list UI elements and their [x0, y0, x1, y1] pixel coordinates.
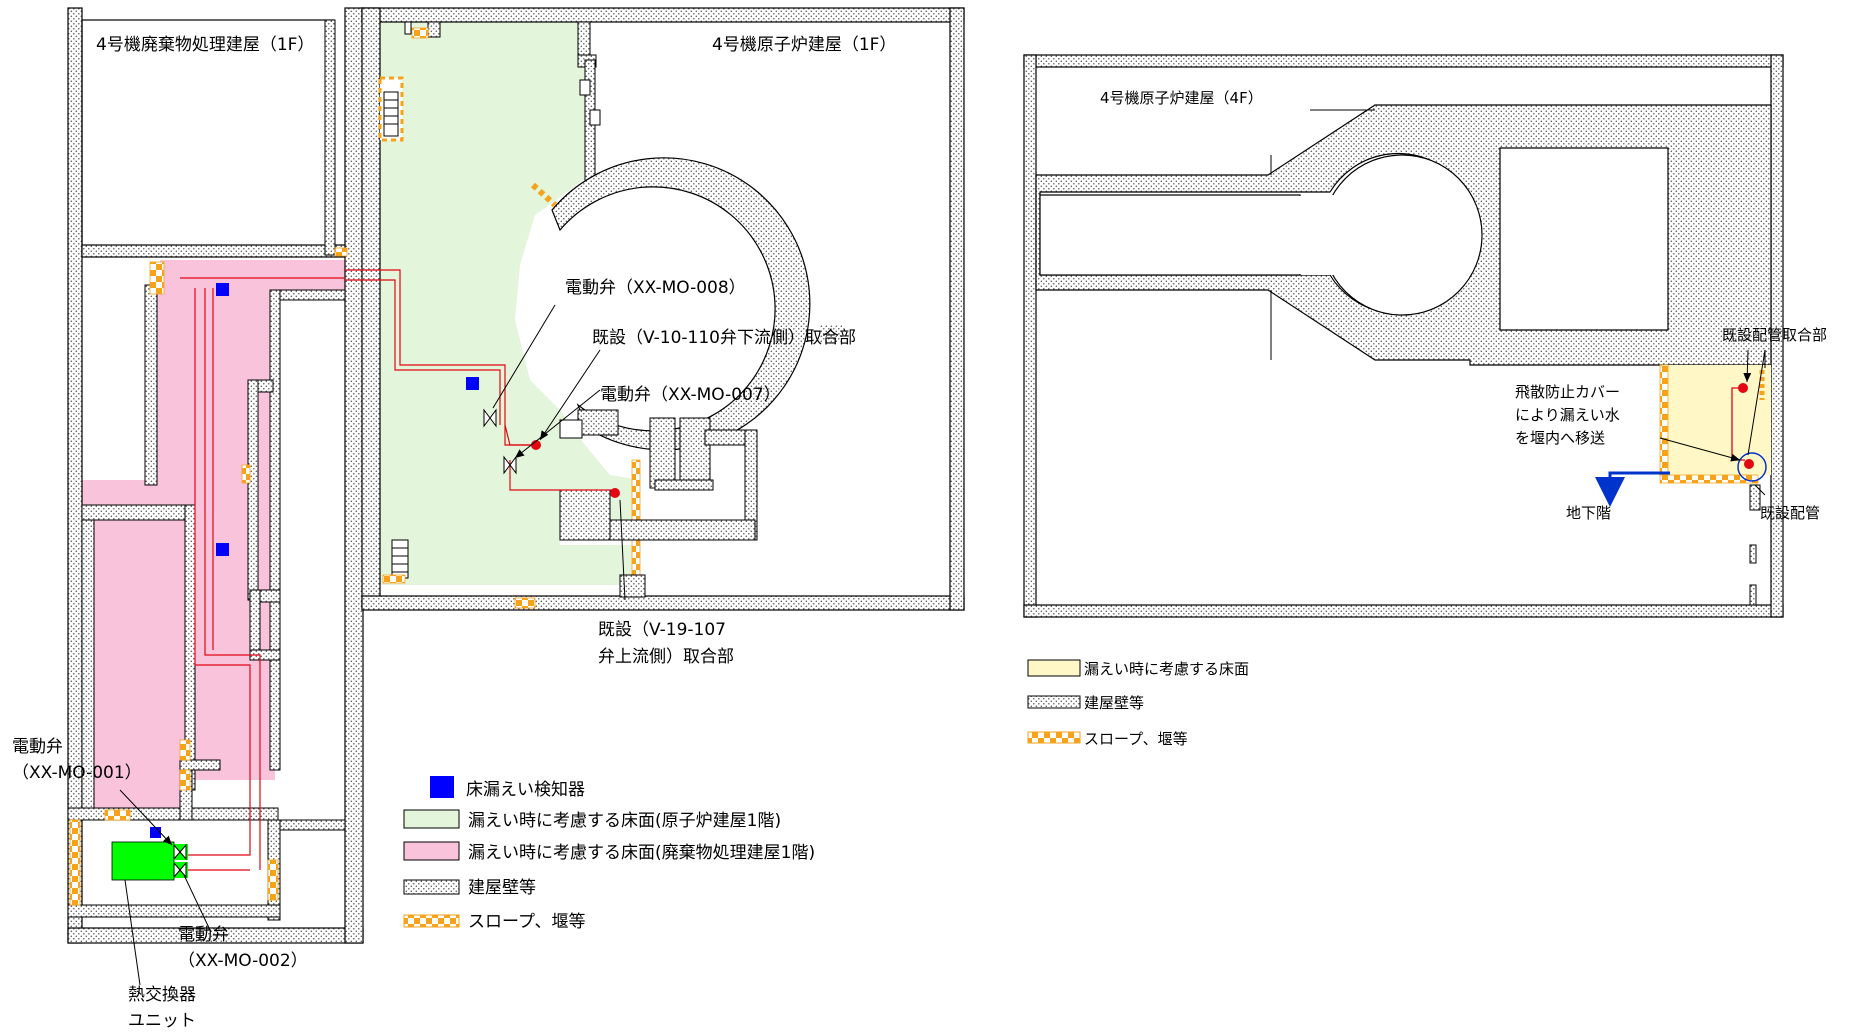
- legend-waste-floor-text: 漏えい時に考慮する床面(廃棄物処理建屋1階): [468, 843, 815, 863]
- waste-floor-swatch-icon: [403, 841, 460, 861]
- reactor-floor-swatch-icon: [403, 809, 460, 829]
- slope-swatch-icon: [403, 914, 460, 928]
- existing-pipe-marker-icon: [1737, 452, 1767, 482]
- reactor-building-outer-wall: [361, 7, 965, 23]
- detector-icon: [430, 776, 454, 798]
- existing-v10-label: 既設（V-10-110弁下流側）取合部: [592, 328, 856, 348]
- heat-exchanger-label-2: ユニット: [128, 1011, 196, 1031]
- wall-swatch-icon: [1027, 695, 1081, 709]
- slope-mark: [149, 261, 165, 295]
- existing-v19-label-2: 弁上流側）取合部: [598, 647, 734, 667]
- detector-icon: [216, 283, 229, 296]
- valve-001-icon: [172, 843, 188, 861]
- waste-building-outer-wall: [67, 7, 83, 944]
- valve-001-label-1: 電動弁: [12, 737, 63, 757]
- cover-label-3: を堰内へ移送: [1515, 429, 1605, 447]
- valve-008-icon: [483, 408, 497, 428]
- reactor-4f-title: 4号機原子炉建屋（4F）: [1100, 89, 1263, 107]
- existing-pipe-joint-label: 既設配管取合部: [1722, 326, 1827, 344]
- waste-building-label: 4号機廃棄物処理建屋（1F）: [96, 35, 314, 55]
- valve-008-label: 電動弁（XX-MO-008）: [565, 278, 746, 298]
- valve-002-label-1: 電動弁: [178, 925, 229, 945]
- valve-001-label-2: （XX-MO-001）: [12, 763, 142, 783]
- valve-002-label-2: （XX-MO-002）: [178, 951, 308, 971]
- fourf-floor-area: [1660, 365, 1771, 482]
- detector-icon: [216, 543, 229, 556]
- reactor-containment-ring: [551, 157, 811, 451]
- left-legend: 床漏えい検知器 漏えい時に考慮する床面(原子炉建屋1階) 漏えい時に考慮する床面…: [403, 776, 815, 932]
- cover-label-2: により漏えい水: [1515, 406, 1620, 424]
- valve-007-label: 電動弁（XX-MO-007）: [600, 385, 781, 405]
- legend-detector-text: 床漏えい検知器: [466, 780, 585, 800]
- slope-swatch-icon: [1027, 731, 1081, 744]
- legend-fourf-floor-text: 漏えい時に考慮する床面: [1084, 660, 1249, 678]
- heat-exchanger-unit: [111, 841, 175, 881]
- joint-v10-icon: [531, 440, 541, 450]
- joint-existing-4f-icon: [1738, 383, 1748, 393]
- right-floor-plan: 4号機原子炉建屋（4F） 既設配管取合部 飛散防止カバー により漏えい水 を堰内…: [1023, 54, 1827, 618]
- cover-label-1: 飛散防止カバー: [1515, 383, 1620, 401]
- reactor-4f-outer-wall: [1023, 54, 1784, 68]
- basement-label: 地下階: [1566, 504, 1611, 522]
- stairs-icon: [378, 76, 404, 142]
- reactor-floor-area: [380, 20, 640, 585]
- legend-wall-text: 建屋壁等: [468, 878, 536, 898]
- fourf-floor-swatch-icon: [1027, 659, 1081, 677]
- legend-reactor-floor-text: 漏えい時に考慮する床面(原子炉建屋1階): [468, 811, 781, 831]
- wall-swatch-icon: [403, 879, 460, 895]
- reactor-building-label: 4号機原子炉建屋（1F）: [712, 35, 896, 55]
- stairs-icon: [382, 539, 409, 584]
- reactor-well: [1321, 154, 1483, 316]
- valve-002-icon: [172, 861, 188, 879]
- detector-icon: [466, 377, 479, 390]
- pipe-route: [180, 269, 616, 871]
- left-floor-plan: 4号機廃棄物処理建屋（1F） 4号機原子炉建屋（1F） 電動弁（XX-MO-00…: [12, 7, 965, 1031]
- waste-upper-room-wall: [81, 19, 335, 256]
- basement-arrow-icon: [1595, 471, 1670, 507]
- slope-mark: [1659, 364, 1669, 476]
- existing-v19-label-1: 既設（V-19-107: [598, 620, 726, 640]
- heat-exchanger-label-1: 熱交換器: [128, 985, 196, 1005]
- existing-pipe-label: 既設配管: [1760, 504, 1820, 522]
- legend-wall-text-right: 建屋壁等: [1084, 694, 1144, 712]
- detector-icon: [150, 827, 161, 838]
- joint-cover-icon: [1744, 459, 1754, 469]
- legend-slope-text: スロープ、堰等: [468, 912, 585, 932]
- right-legend: 漏えい時に考慮する床面 建屋壁等 スロープ、堰等: [1027, 659, 1249, 748]
- legend-slope-text-right: スロープ、堰等: [1084, 730, 1188, 748]
- joint-v19-icon: [610, 488, 620, 498]
